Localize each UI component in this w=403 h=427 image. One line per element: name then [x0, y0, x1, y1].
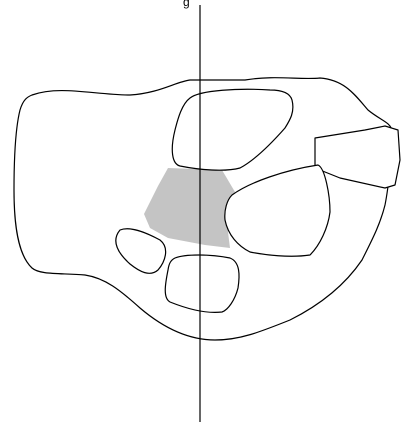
top-label: g [183, 0, 190, 9]
lower-middle-shape [165, 255, 239, 312]
